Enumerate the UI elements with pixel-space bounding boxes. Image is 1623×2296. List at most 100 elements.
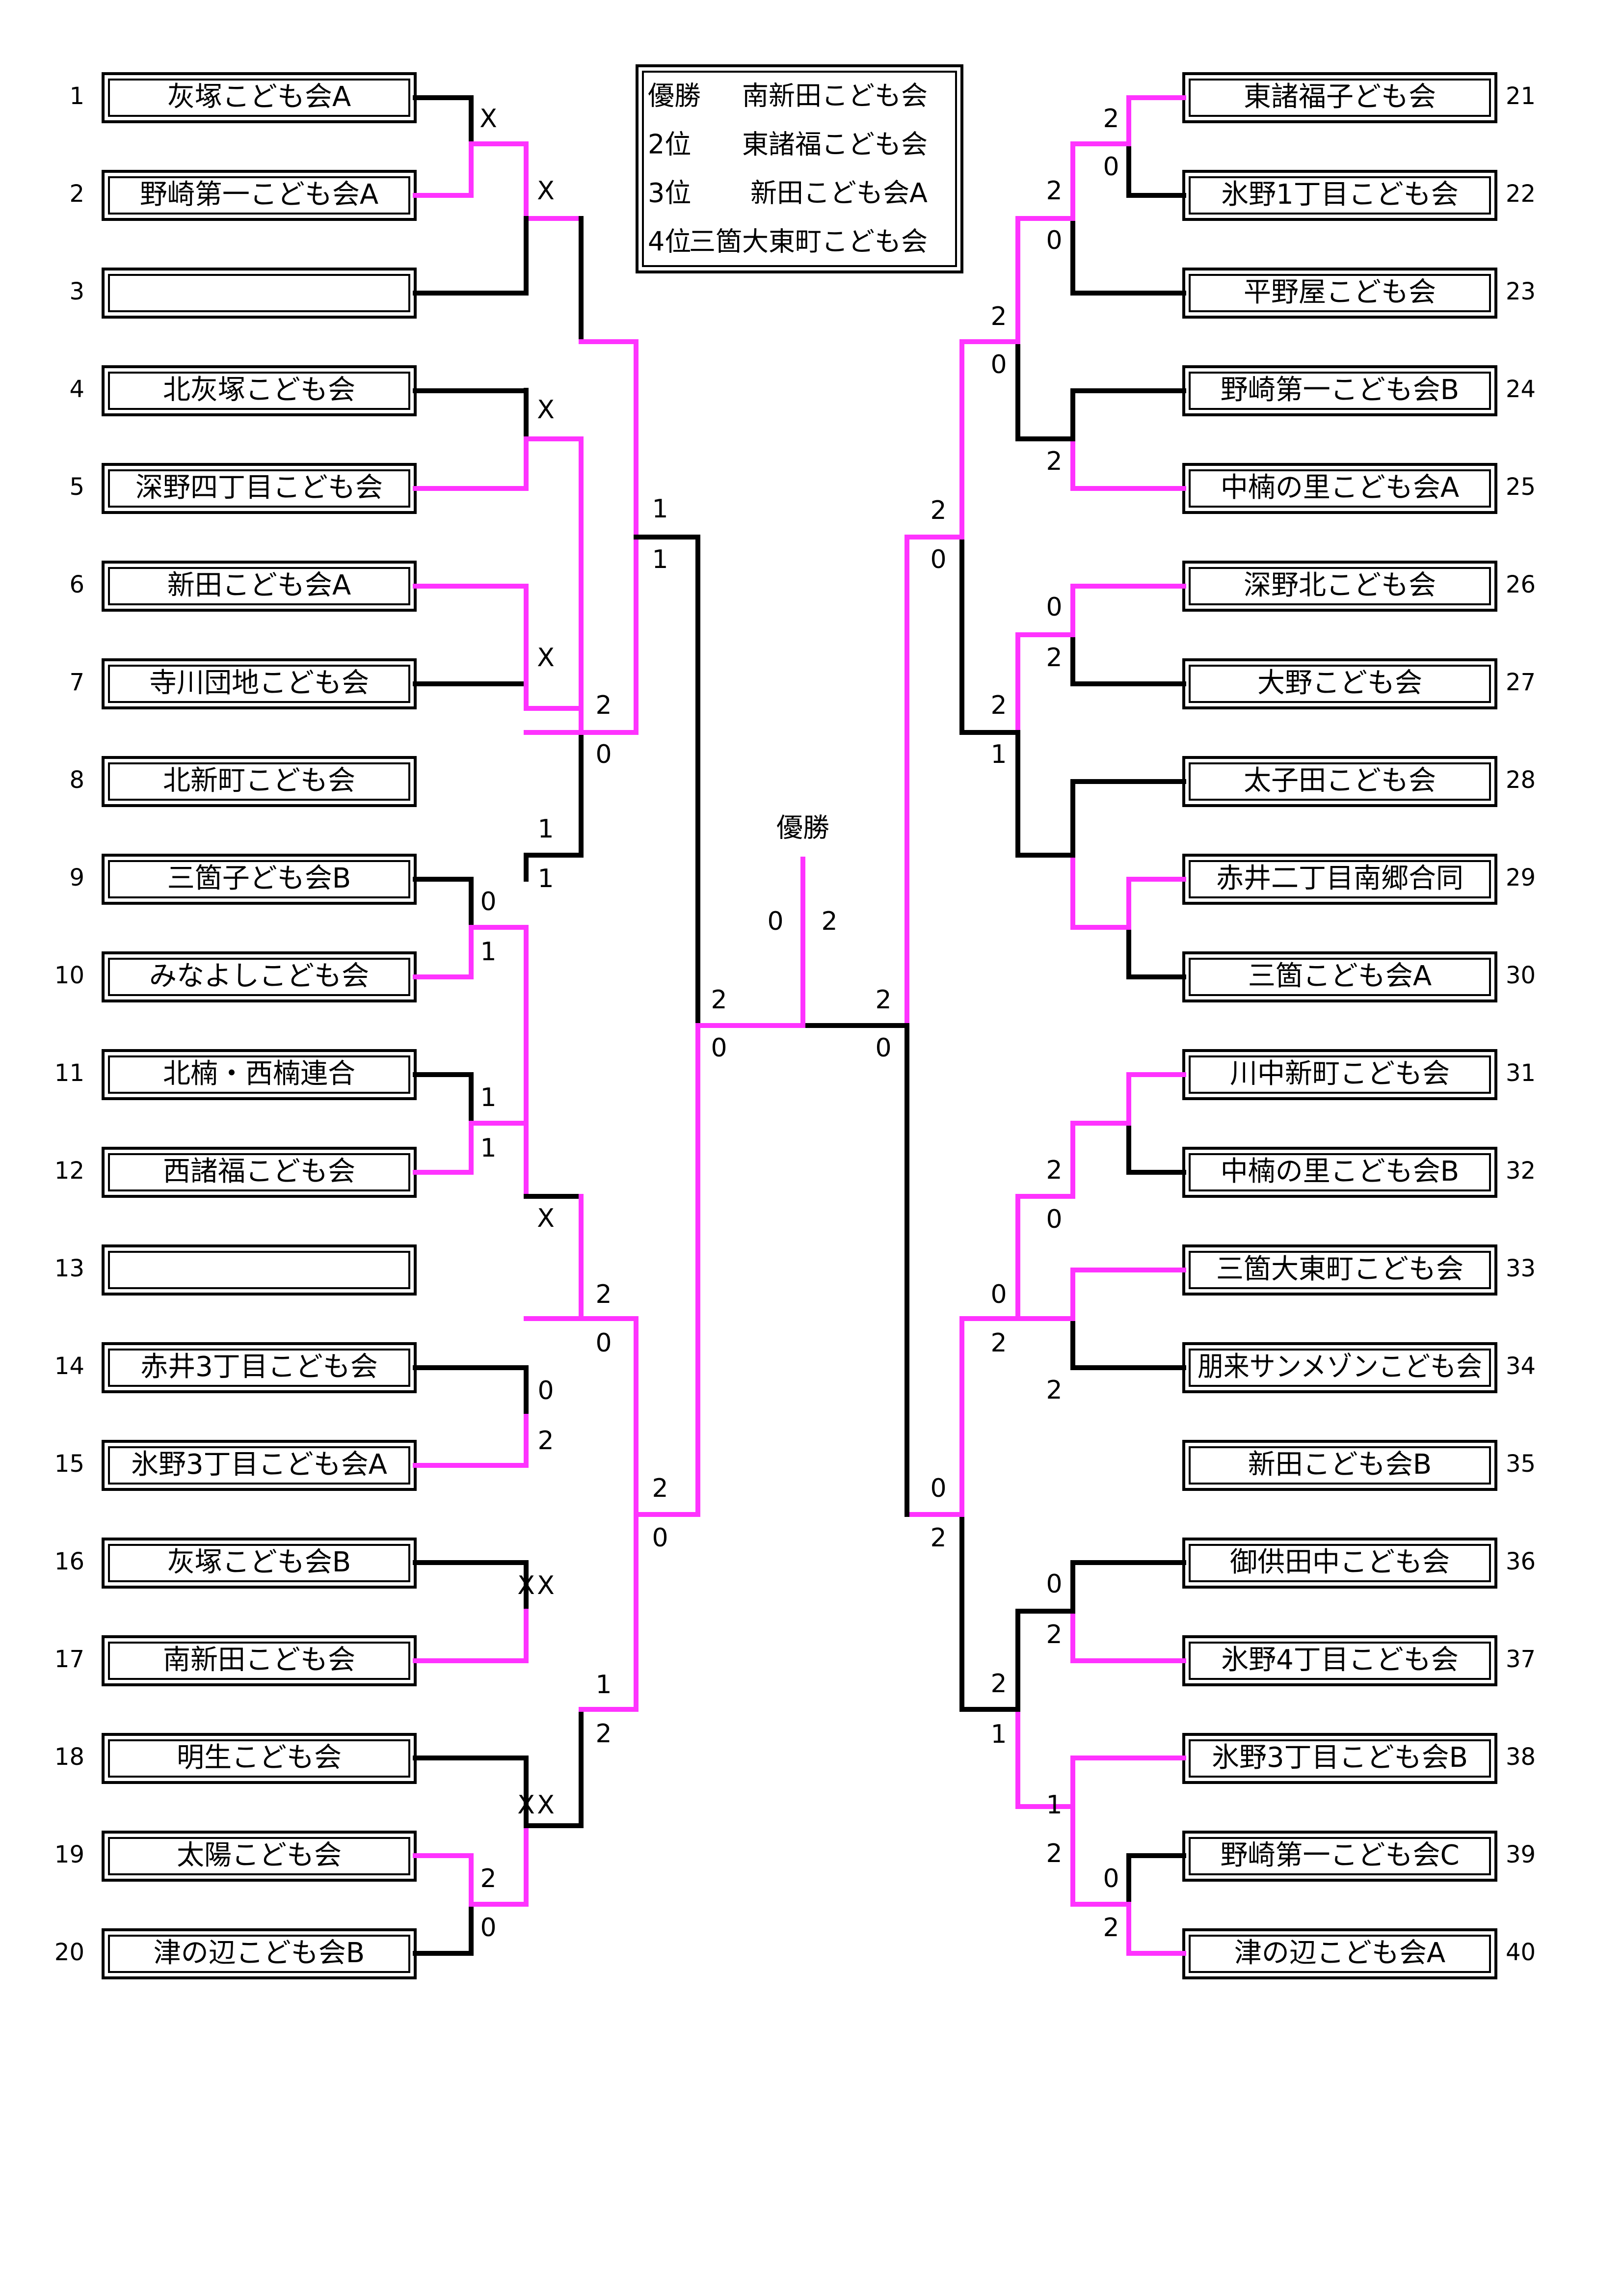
team-box-inner	[1189, 1251, 1491, 1289]
team-box-inner	[1189, 79, 1491, 117]
team-box-inner	[108, 958, 410, 996]
team-number: 24	[1506, 376, 1536, 403]
team-name: 北灰塚こども会	[163, 374, 355, 406]
result-place: 4位	[648, 226, 691, 257]
team-box-inner	[1189, 1544, 1491, 1582]
team-name: 三箇大東町こども会	[1216, 1253, 1463, 1285]
team-box-inner	[1189, 1055, 1491, 1094]
score-label: 0	[480, 1913, 496, 1943]
team-entry: 三箇子ども会B 9	[69, 854, 417, 905]
score-label: X	[517, 1571, 535, 1600]
team-number: 28	[1506, 766, 1536, 794]
team-name: 赤井3丁目こども会	[140, 1351, 378, 1383]
score-label: 2	[1046, 1620, 1062, 1649]
team-number: 13	[54, 1255, 84, 1282]
score-label: X	[537, 643, 555, 673]
score-label: 1	[595, 1670, 612, 1700]
team-box-inner	[1189, 1935, 1491, 1973]
team-box-inner	[1189, 860, 1491, 898]
score-label: 1	[537, 864, 554, 893]
team-name: 氷野3丁目こども会B	[1212, 1742, 1468, 1774]
score-label: 2	[990, 691, 1007, 720]
team-name: 氷野1丁目こども会	[1221, 179, 1459, 211]
score-label: 2	[1046, 1376, 1062, 1405]
team-name: 明生こども会	[177, 1742, 342, 1774]
score-label: 2	[821, 907, 837, 936]
result-team: 新田こども会A	[750, 178, 928, 209]
team-name: 三箇こども会A	[1248, 960, 1432, 992]
team-box-inner	[108, 1153, 410, 1191]
team-number: 14	[54, 1352, 84, 1380]
team-box-inner	[108, 1446, 410, 1485]
team-name: 灰塚こども会B	[167, 1546, 351, 1578]
team-number: 27	[1506, 669, 1536, 696]
team-number: 39	[1506, 1841, 1536, 1868]
team-box-inner	[1189, 274, 1491, 312]
team-box-inner	[108, 176, 410, 215]
team-box-inner	[1189, 1837, 1491, 1875]
score-label: 1	[537, 814, 554, 844]
team-number: 16	[54, 1548, 84, 1575]
team-name: 中楠の里こども会A	[1221, 472, 1459, 504]
team-name: 北新町こども会	[163, 765, 355, 797]
team-box-inner	[1189, 469, 1491, 508]
score-label: 2	[711, 985, 727, 1015]
team-entry: 氷野4丁目こども会 37	[1182, 1635, 1536, 1686]
score-label: 0	[990, 1280, 1007, 1309]
score-label: 2	[595, 1280, 612, 1309]
score-label: 2	[595, 691, 612, 720]
team-name: 灰塚こども会A	[167, 81, 351, 113]
team-number: 37	[1506, 1646, 1536, 1673]
score-label: 2	[1046, 176, 1062, 206]
team-name: 津の辺こども会A	[1234, 1937, 1445, 1969]
team-number: 40	[1506, 1939, 1536, 1966]
result-place: 2位	[648, 129, 691, 160]
team-number: 4	[69, 376, 84, 403]
score-label: 2	[1046, 1839, 1062, 1868]
score-label: 0	[1103, 1864, 1119, 1893]
team-number: 34	[1506, 1352, 1536, 1380]
score-label: 0	[930, 1474, 946, 1503]
team-box-inner	[108, 79, 410, 117]
score-label: 0	[595, 740, 612, 769]
score-label: 0	[537, 1376, 554, 1405]
score-label: 1	[1046, 1790, 1062, 1820]
team-name: 太陽こども会	[177, 1839, 342, 1871]
score-label: 1	[480, 937, 496, 967]
team-name: 西諸福こども会	[163, 1156, 355, 1188]
team-name: 川中新町こども会	[1230, 1058, 1450, 1090]
team-number: 9	[69, 864, 84, 891]
team-box-inner	[1189, 372, 1491, 410]
team-name: 朋来サンメゾンこども会	[1197, 1351, 1482, 1383]
team-name: 三箇子ども会B	[167, 863, 351, 894]
team-box-inner	[108, 860, 410, 898]
team-number: 17	[54, 1646, 84, 1673]
score-label: X	[517, 1790, 535, 1820]
result-team: 東諸福こども会	[742, 129, 928, 160]
team-number: 32	[1506, 1157, 1536, 1185]
team-entry: 3	[69, 268, 417, 319]
team-name: 野崎第一こども会C	[1220, 1839, 1459, 1871]
team-name: 氷野4丁目こども会	[1221, 1644, 1459, 1676]
score-label: 0	[1046, 1569, 1062, 1599]
score-label: 0	[1046, 593, 1062, 622]
team-entry: 赤井3丁目こども会 14	[54, 1342, 417, 1393]
team-number: 36	[1506, 1548, 1536, 1575]
team-number: 20	[54, 1939, 84, 1966]
team-box-inner	[108, 1837, 410, 1875]
score-label: 0	[1046, 1205, 1062, 1234]
score-label: 0	[930, 545, 946, 574]
